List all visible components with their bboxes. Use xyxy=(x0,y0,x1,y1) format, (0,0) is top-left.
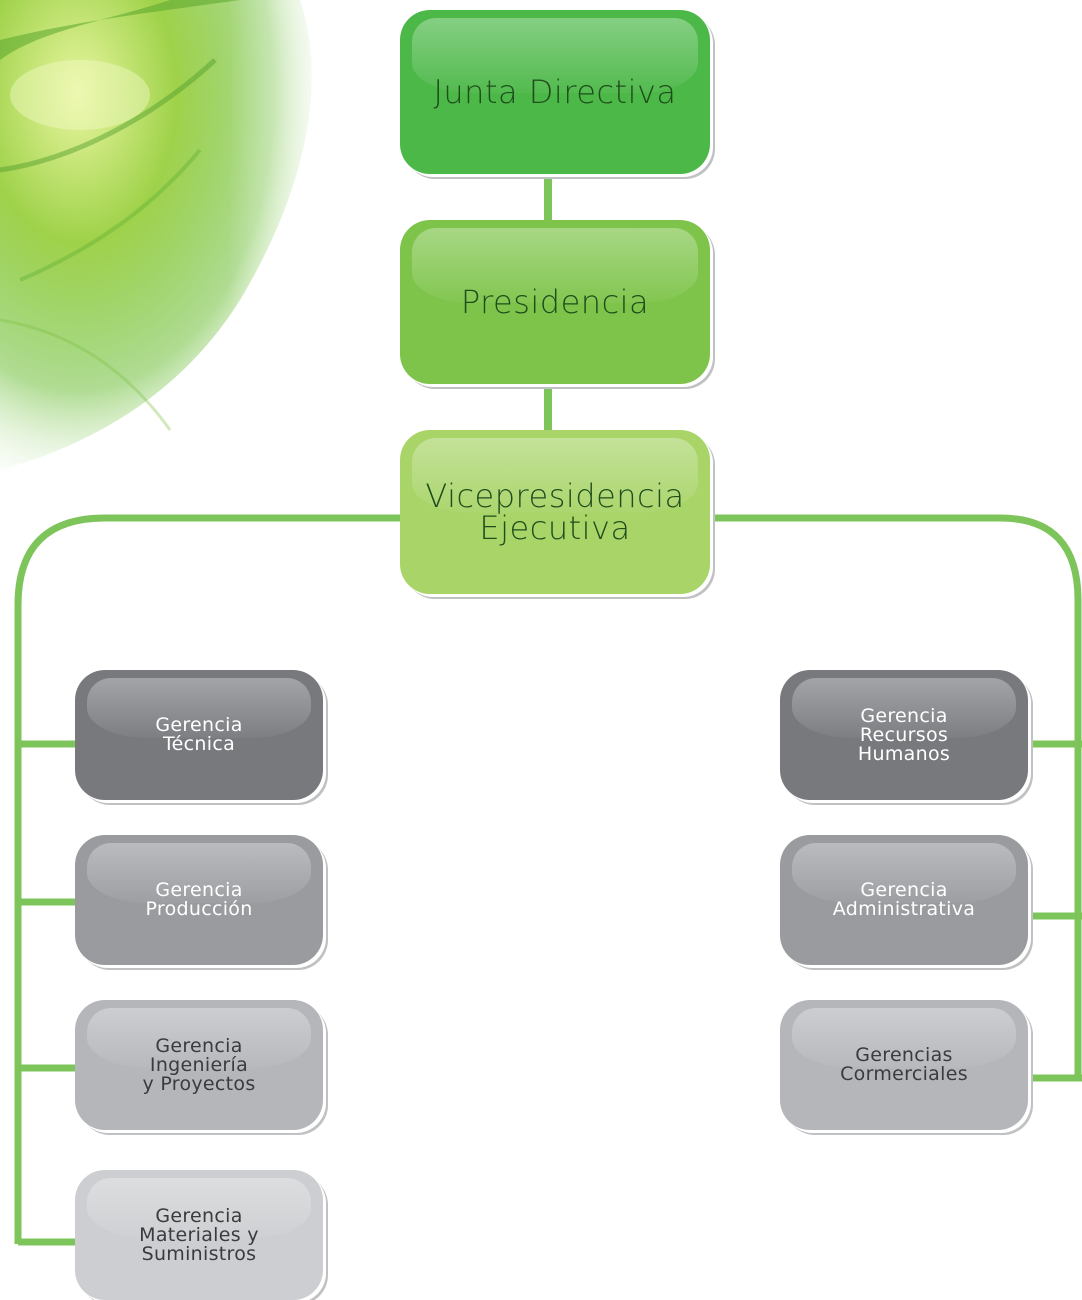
vicepresidencia-ejecutiva-box[interactable]: Vicepresidencia Ejecutiva xyxy=(400,430,710,594)
gerencia-recursos-humanos-box[interactable]: Gerencia Recursos Humanos xyxy=(780,670,1028,800)
vicepresidencia-ejecutiva-label: Vicepresidencia Ejecutiva xyxy=(425,477,685,547)
gerencia-produccion-box[interactable]: Gerencia Producción xyxy=(75,835,323,965)
gerencia-produccion-label: Gerencia Producción xyxy=(145,879,253,920)
junta-directiva-label: Junta Directiva xyxy=(433,73,677,111)
gerencia-ingenieria-proyectos-box[interactable]: Gerencia Ingeniería y Proyectos xyxy=(75,1000,323,1130)
gerencia-recursos-humanos-label: Gerencia Recursos Humanos xyxy=(857,704,951,765)
gerencias-comerciales-box[interactable]: Gerencias Cormerciales xyxy=(780,1000,1028,1130)
gerencia-tecnica-label: Gerencia Técnica xyxy=(155,714,243,755)
junta-directiva-box[interactable]: Junta Directiva xyxy=(400,10,710,174)
gerencia-administrativa-label: Gerencia Administrativa xyxy=(832,879,976,920)
presidencia-label: Presidencia xyxy=(460,283,650,321)
gerencia-administrativa-box[interactable]: Gerencia Administrativa xyxy=(780,835,1028,965)
connector-right-trunk xyxy=(708,514,1082,1080)
gerencia-materiales-suministros-label: Gerencia Materiales y Suministros xyxy=(139,1204,259,1265)
presidencia-box[interactable]: Presidencia xyxy=(400,220,710,384)
gerencias-comerciales-label: Gerencias Cormerciales xyxy=(840,1044,968,1085)
gerencia-tecnica-box[interactable]: Gerencia Técnica xyxy=(75,670,323,800)
gerencia-ingenieria-proyectos-label: Gerencia Ingeniería y Proyectos xyxy=(142,1034,256,1095)
gerencia-materiales-suministros-box[interactable]: Gerencia Materiales y Suministros xyxy=(75,1170,323,1300)
connector-left-trunk xyxy=(14,514,402,1244)
